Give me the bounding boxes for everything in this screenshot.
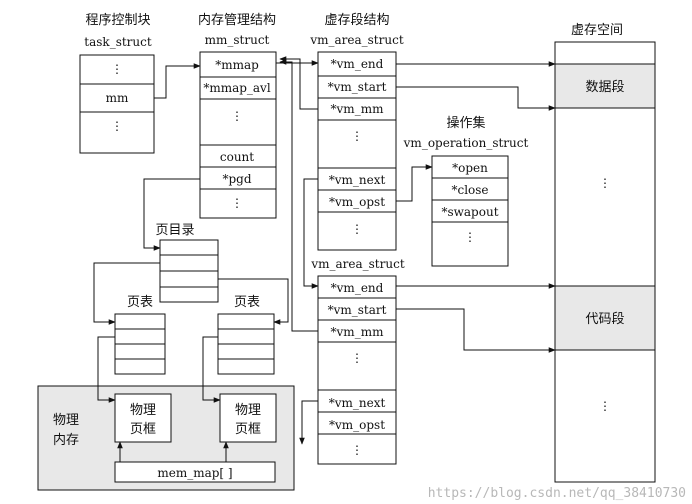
data-segment-label: 数据段: [585, 80, 624, 95]
vma1-dots: ⋮: [351, 129, 363, 143]
mm-dots: ⋮: [231, 109, 243, 123]
page-frame-1-label-1: 物理: [130, 403, 156, 418]
vma2-box: [317, 275, 397, 465]
virtual-space-title: 虚存空间: [571, 23, 623, 38]
page-frame-2-label-2: 页框: [235, 422, 261, 437]
watermark: https://blog.csdn.net/qq_38410730: [428, 486, 686, 501]
code-segment: [554, 285, 656, 351]
ops-box: [431, 155, 509, 267]
task-struct-title: 程序控制块: [85, 13, 150, 28]
arrow-dir-to-pt1: [93, 262, 160, 325]
vma2-vm-opst: *vm_opst: [329, 418, 385, 432]
vma1-vm-next: *vm_next: [329, 173, 386, 187]
arrow-vma2-mm-back: [279, 59, 318, 332]
ops-struct-name: vm_operation_struct: [403, 136, 529, 150]
vma1-struct-name: vm_area_struct: [309, 33, 403, 47]
page-table-1-block: 页表: [114, 295, 166, 375]
mm-struct-title: 内存管理结构: [198, 12, 276, 28]
ops-dots: ⋮: [464, 230, 476, 244]
vma1-vm-end: *vm_end: [331, 57, 384, 71]
connectors: [93, 56, 556, 445]
vma2-vm-end: *vm_end: [331, 281, 384, 295]
physical-memory-label-1: 物理: [53, 413, 79, 428]
virtual-space-block: 虚存空间 数据段 代码段 ⋮ ⋮: [554, 23, 656, 483]
vma2-vm-next: *vm_next: [329, 396, 386, 410]
vma-block-1: 虚存段结构 vm_area_struct *vm_end *vm_start *…: [309, 13, 404, 251]
vma1-dots-bottom: ⋮: [351, 222, 363, 236]
arrow-vma1-opst: [396, 164, 433, 202]
ops-open: *open: [452, 161, 488, 175]
vspace-dots-bottom: ⋮: [599, 399, 611, 413]
arrow-pt2-to-frame2: [202, 336, 221, 403]
mm-struct-block: 内存管理结构 mm_struct *mmap *mmap_avl ⋮ count…: [198, 12, 277, 219]
vma2-vm-start: *vm_start: [328, 303, 387, 317]
task-struct-block: 程序控制块 task_struct ⋮ mm ⋮: [79, 13, 155, 154]
page-frame-1-label-2: 页框: [130, 422, 156, 437]
mm-struct-box: [199, 51, 277, 219]
mem-map-box: [114, 461, 276, 483]
physical-memory-label-2: 内存: [53, 432, 79, 448]
arrow-dir-to-pt2: [218, 278, 289, 325]
page-table-2-label: 页表: [234, 295, 260, 310]
mm-field-count: count: [220, 150, 254, 164]
page-table-2-block: 页表: [217, 295, 275, 375]
vma2-dots: ⋮: [351, 351, 363, 365]
vma2-dots-bottom: ⋮: [351, 443, 363, 457]
mm-field-mmap-avl: *mmap_avl: [203, 81, 271, 95]
page-frame-2: [219, 393, 277, 443]
ops-swapout: *swapout: [441, 205, 498, 219]
vma1-box: [317, 51, 397, 251]
task-dots-bottom: ⋮: [111, 119, 123, 133]
arrow-vma1-mm-back: [279, 56, 318, 110]
arrow-vma2-next: [299, 400, 318, 445]
vma2-struct-name: vm_area_struct: [310, 257, 404, 271]
vma1-vm-opst: *vm_opst: [329, 195, 385, 209]
data-segment: [554, 63, 656, 109]
vspace-dots-middle: ⋮: [599, 176, 611, 190]
arrow-pt1-to-frame1: [97, 336, 116, 403]
ops-block: 操作集 vm_operation_struct *open *close *sw…: [403, 115, 529, 267]
code-segment-label: 代码段: [585, 312, 624, 327]
page-frame-1: [114, 393, 172, 443]
ops-close: *close: [451, 183, 488, 197]
arrow-vma1-start: [396, 86, 556, 111]
arrow-pgd-to-dir: [143, 178, 200, 251]
task-dots-top: ⋮: [111, 62, 123, 76]
page-frame-2-label-1: 物理: [235, 403, 261, 418]
mem-map-label: mem_map[ ]: [157, 466, 232, 480]
arrow-vma1-next: [303, 178, 319, 289]
mm-struct-name: mm_struct: [205, 33, 270, 47]
task-struct-name: task_struct: [84, 35, 152, 49]
mm-field-pgd: *pgd: [222, 172, 251, 186]
vma1-vm-mm: *vm_mm: [331, 102, 385, 116]
virtual-space-box: [554, 41, 656, 483]
ops-title: 操作集: [446, 115, 485, 131]
vma-title: 虚存段结构: [324, 13, 389, 28]
page-table-1-label: 页表: [127, 295, 153, 310]
vma1-vm-start: *vm_start: [328, 80, 387, 94]
mm-dots-bottom: ⋮: [231, 196, 243, 210]
page-directory-label: 页目录: [155, 223, 194, 238]
page-directory-block: 页目录: [155, 223, 219, 303]
arrow-vma2-start: [396, 308, 556, 353]
mm-field-mmap: *mmap: [215, 58, 259, 72]
task-struct-box: [79, 54, 155, 154]
vma2-vm-mm: *vm_mm: [331, 325, 385, 339]
vma-block-2: vm_area_struct *vm_end *vm_start *vm_mm …: [310, 257, 405, 465]
physical-memory-block: 物理 内存 物理 页框 物理 页框 mem_map[ ]: [37, 385, 295, 491]
arrow-task-to-mm: [154, 63, 201, 99]
task-field-mm: mm: [106, 91, 129, 105]
